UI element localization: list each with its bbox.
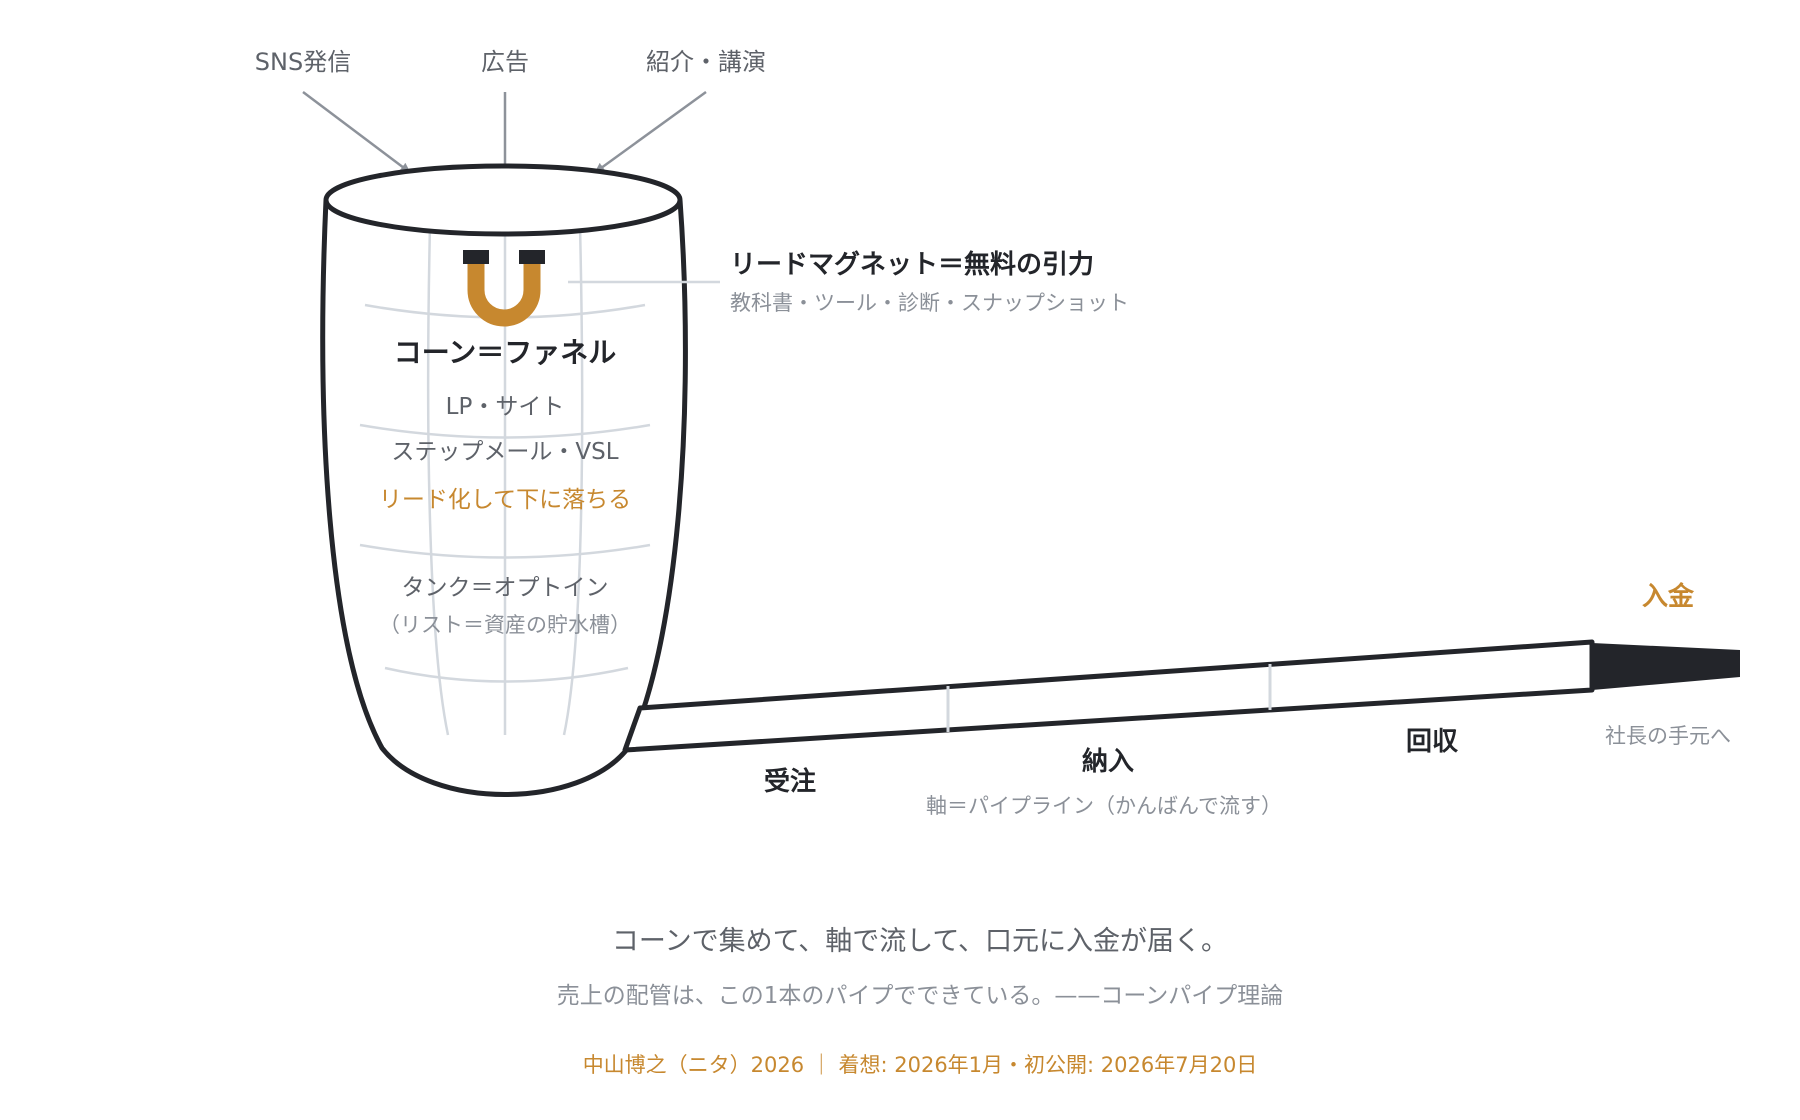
- arrow-referral: [594, 90, 707, 173]
- cone-title: コーン＝ファネル: [394, 336, 617, 369]
- arrow-sns: [302, 91, 411, 173]
- footer-credit: 中山博之（ニタ）2026 ｜ 着想: 2026年1月・初公開: 2026年7月2…: [583, 1053, 1258, 1077]
- footer-subline: 売上の配管は、この1本のパイプでできている。——コーンパイプ理論: [557, 983, 1283, 1009]
- mouthpiece: [1592, 643, 1740, 690]
- stage-delivery-label: 納入: [1082, 746, 1134, 777]
- cone-line-lp: LP・サイト: [446, 394, 565, 420]
- source-sns-label: SNS発信: [255, 48, 351, 76]
- payment-label: 入金: [1642, 581, 1695, 612]
- cone-rim: [323, 163, 683, 237]
- cone-drop-label: リード化して下に落ちる: [379, 487, 631, 513]
- tank-note: （リスト＝資産の貯水槽）: [379, 613, 631, 637]
- tank-label: タンク＝オプトイン: [402, 575, 609, 601]
- source-ads-label: 広告: [481, 48, 529, 76]
- payment-note: 社長の手元へ: [1605, 724, 1731, 748]
- footer-headline: コーンで集めて、軸で流して、口元に入金が届く。: [612, 926, 1228, 957]
- cone-grid: [359, 224, 651, 736]
- cone-line-stepmail: ステップメール・VSL: [391, 439, 618, 465]
- lead-magnet-examples: 教科書・ツール・診断・スナップショット: [730, 291, 1129, 315]
- magnet-icon: [463, 250, 545, 327]
- lead-magnet-title: リードマグネット＝無料の引力: [730, 250, 1094, 280]
- cone-body: [320, 199, 688, 797]
- source-referral-label: 紹介・講演: [646, 48, 766, 76]
- stage-collection-label: 回収: [1406, 727, 1459, 757]
- stage-order-label: 受注: [764, 766, 816, 797]
- stem-caption: 軸＝パイプライン（かんばんで流す）: [926, 794, 1282, 818]
